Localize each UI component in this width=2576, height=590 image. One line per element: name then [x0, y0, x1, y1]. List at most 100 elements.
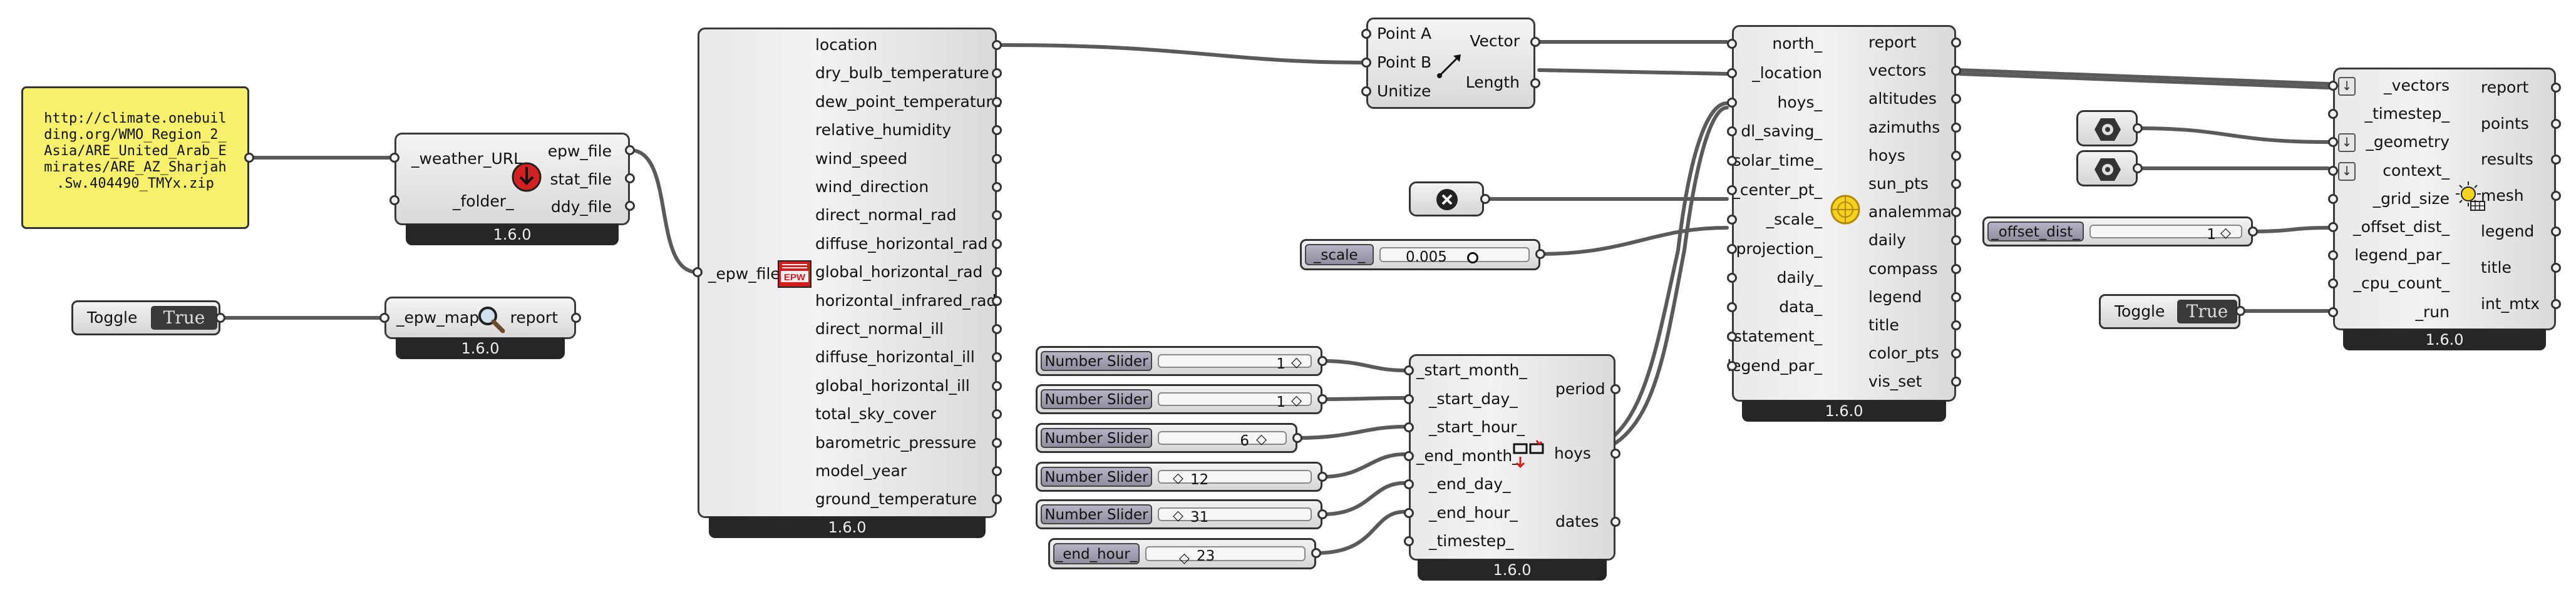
vector-2pt-component[interactable]: Point A Point B Unitize Vector Length [1366, 18, 1535, 109]
port-epw-map[interactable] [379, 313, 389, 323]
number-slider-handle[interactable]: ◇ [1291, 355, 1302, 370]
port-ap-in-end-hour[interactable] [1404, 507, 1414, 518]
port-total-sky-cover[interactable] [992, 409, 1002, 420]
port-ap-in-end-month[interactable] [1404, 450, 1414, 461]
port-point-a[interactable] [1361, 29, 1371, 39]
number-slider-track[interactable]: 31◇ [1158, 507, 1312, 526]
port-ds-in-cpu-count[interactable] [2328, 278, 2338, 289]
number-slider-port[interactable] [1317, 509, 1327, 519]
scale-slider-handle[interactable] [1467, 252, 1478, 263]
port-in-location[interactable] [1727, 68, 1737, 78]
port-out-legend[interactable] [1951, 292, 1961, 302]
port-out-report[interactable] [1951, 38, 1961, 48]
port-location[interactable] [992, 40, 1002, 50]
port-in-solar-time[interactable] [1727, 156, 1737, 166]
toggle-1-value[interactable]: True [151, 306, 217, 330]
port-ds-out-report[interactable] [2551, 83, 2561, 93]
port-ds-in-context[interactable] [2328, 165, 2338, 176]
port-out-vis-set[interactable] [1951, 377, 1961, 387]
number-slider-track[interactable]: 1◇ [1158, 392, 1312, 410]
port-direct-normal-rad[interactable] [992, 210, 1002, 221]
port-dew-point-temperature[interactable] [992, 96, 1002, 107]
port-out-title[interactable] [1951, 320, 1961, 330]
end-hour-slider-track[interactable]: ◇ 23 [1145, 546, 1306, 566]
port-weather-url[interactable] [389, 153, 399, 163]
number-slider-port[interactable] [1317, 472, 1327, 482]
port-ap-in-end-day[interactable] [1404, 479, 1414, 489]
port-out-compass[interactable] [1951, 263, 1961, 274]
end-hour-slider-port[interactable] [1311, 548, 1321, 558]
offset-dist-slider-port[interactable] [2248, 226, 2258, 237]
port-vector[interactable] [1530, 37, 1540, 47]
port-ds-out-title[interactable] [2551, 263, 2561, 273]
port-out-sun-pts[interactable] [1951, 179, 1961, 189]
port-dry-bulb-temperature[interactable] [992, 68, 1002, 79]
direct-sun-component[interactable] [2333, 68, 2556, 330]
port-ap-out-dates[interactable] [1610, 517, 1620, 527]
port-relative-humidity[interactable] [992, 125, 1002, 136]
port-in-scale[interactable] [1727, 214, 1737, 225]
context-param-port[interactable] [2133, 163, 2143, 173]
port-horizontal-infrared-rad[interactable] [992, 295, 1002, 306]
toggle-2-port[interactable] [2235, 306, 2245, 316]
port-out-vectors[interactable] [1951, 66, 1961, 76]
port-in-projection[interactable] [1727, 243, 1737, 254]
port-out-hoys[interactable] [1951, 150, 1961, 161]
number-slider-track[interactable]: 12◇ [1158, 470, 1312, 488]
download-weather-component[interactable]: _weather_URL _folder_ epw_file stat_file… [394, 133, 630, 225]
offset-dist-slider[interactable]: _offset_dist_ 1 ◇ [1982, 216, 2253, 247]
toggle-1[interactable]: Toggle True [71, 300, 220, 335]
port-ds-in-grid-size[interactable] [2328, 193, 2338, 204]
port-ds-in-legend-par[interactable] [2328, 250, 2338, 261]
number-slider-track[interactable]: 6◇ [1158, 431, 1287, 449]
port-ddy-file[interactable] [625, 201, 635, 211]
context-param[interactable] [2076, 150, 2138, 186]
number-slider-handle[interactable]: ◇ [1173, 470, 1183, 486]
port-direct-normal-ill[interactable] [992, 324, 1002, 334]
port-in-north[interactable] [1727, 39, 1737, 49]
geometry-param[interactable] [2076, 110, 2138, 146]
number-slider-handle[interactable]: ◇ [1173, 508, 1183, 524]
port-ds-in-vectors[interactable] [2328, 81, 2338, 91]
port-out-altitudes[interactable] [1951, 94, 1961, 104]
note-output-port[interactable] [244, 153, 254, 163]
port-ds-in-geometry[interactable] [2328, 137, 2338, 148]
port-epw-file[interactable] [625, 145, 635, 155]
scale-slider[interactable]: _scale_ 0.005 [1300, 239, 1540, 270]
port-ap-out-hoys[interactable] [1610, 449, 1620, 459]
port-ground-temperature[interactable] [992, 494, 1002, 505]
port-length[interactable] [1530, 78, 1540, 88]
port-in-hoys[interactable] [1727, 97, 1737, 108]
port-out-daily[interactable] [1951, 235, 1961, 246]
toggle-2-value[interactable]: True [2177, 300, 2237, 323]
port-in-legend-par[interactable] [1727, 360, 1737, 371]
number-slider-track[interactable]: 1◇ [1158, 354, 1312, 372]
import-epw-component[interactable]: _epw_file EPW [698, 28, 997, 518]
port-ap-in-start-hour[interactable] [1404, 422, 1414, 432]
port-wind-speed[interactable] [992, 153, 1002, 164]
port-wind-direction[interactable] [992, 182, 1002, 192]
number-slider-port[interactable] [1317, 356, 1327, 366]
port-model-year[interactable] [992, 466, 1002, 476]
toggle-1-port[interactable] [215, 313, 225, 323]
port-ds-out-legend[interactable] [2551, 226, 2561, 237]
number-slider-port[interactable] [1292, 433, 1302, 443]
port-point-b[interactable] [1361, 58, 1371, 68]
port-import-epw-file[interactable] [693, 267, 703, 277]
port-in-center-pt[interactable] [1727, 185, 1737, 195]
weather-url-note[interactable]: http://climate.onebuil ding.org/WMO_Regi… [21, 86, 249, 229]
port-in-statement[interactable] [1727, 332, 1737, 342]
geometry-param-port[interactable] [2133, 123, 2143, 133]
center-point-param[interactable] [1409, 181, 1484, 216]
port-global-horizontal-ill[interactable] [992, 380, 1002, 391]
port-ds-out-results[interactable] [2551, 155, 2561, 165]
port-ap-in-start-month[interactable] [1404, 365, 1414, 375]
scale-slider-track[interactable]: 0.005 [1379, 247, 1530, 265]
port-stat-file[interactable] [625, 173, 635, 183]
port-ds-in-run[interactable] [2328, 307, 2338, 317]
end-hour-slider[interactable]: _end_hour_ ◇ 23 [1048, 538, 1316, 569]
port-ds-out-mesh[interactable] [2551, 190, 2561, 201]
